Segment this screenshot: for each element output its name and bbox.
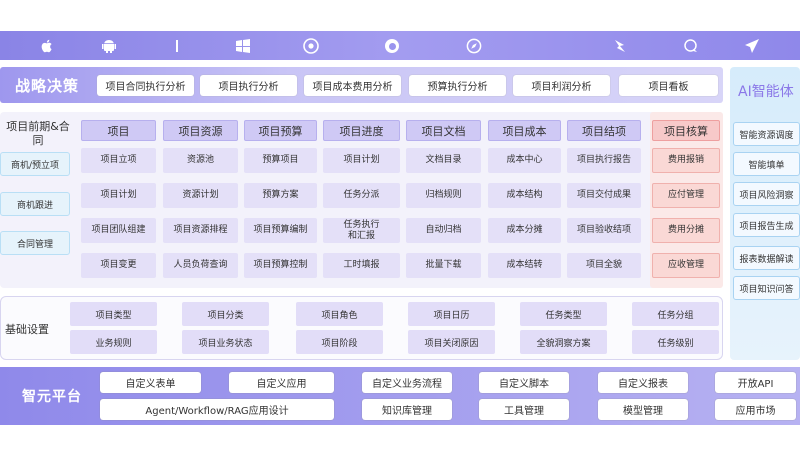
strategy-item-0[interactable]: 项目合同执行分析 xyxy=(97,75,194,96)
module-cell[interactable]: 归档规则 xyxy=(406,183,481,208)
ai-item-0[interactable]: 智能资源调度 xyxy=(733,122,800,146)
platform-custom-report[interactable]: 自定义报表 xyxy=(598,372,688,393)
base-settings-title: 基础设置 xyxy=(5,323,49,336)
module-cell[interactable]: 成本结构 xyxy=(488,183,561,208)
module-cell[interactable]: 人员负荷查询 xyxy=(163,253,238,278)
module-cell[interactable]: 项目团队组建 xyxy=(81,218,156,243)
column-header-5[interactable]: 项目成本 xyxy=(488,120,561,141)
module-cell[interactable]: 成本中心 xyxy=(488,148,561,173)
chrome-icon xyxy=(302,37,320,55)
column-header-6[interactable]: 项目结项 xyxy=(567,120,641,141)
base-setting-item[interactable]: 任务级别 xyxy=(632,330,719,354)
ai-item-3[interactable]: 项目报告生成 xyxy=(733,213,800,237)
module-cell[interactable]: 资源池 xyxy=(163,148,238,173)
module-cell[interactable]: 项目变更 xyxy=(81,253,156,278)
module-cell[interactable]: 项目验收结项 xyxy=(567,218,641,243)
module-cell[interactable]: 项目预算控制 xyxy=(244,253,317,278)
column-header-1[interactable]: 项目资源 xyxy=(163,120,238,141)
ai-item-1[interactable]: 智能填单 xyxy=(733,152,800,176)
ai-item-2[interactable]: 项目风险洞察 xyxy=(733,182,800,206)
module-cell[interactable]: 预算项目 xyxy=(244,148,317,173)
android-icon xyxy=(100,37,118,55)
pre-item-opportunity[interactable]: 商机/预立项 xyxy=(0,152,70,176)
ai-item-4[interactable]: 报表数据解读 xyxy=(733,246,800,270)
chat-bubble-icon xyxy=(682,37,700,55)
module-cell[interactable]: 费用报销 xyxy=(652,148,720,173)
column-header-7[interactable]: 项目核算 xyxy=(652,120,720,141)
platform-title: 智元平台 xyxy=(22,389,82,405)
base-setting-item[interactable]: 项目阶段 xyxy=(296,330,383,354)
strategy-item-3[interactable]: 预算执行分析 xyxy=(409,75,506,96)
module-cell[interactable]: 应收管理 xyxy=(652,253,720,278)
platform-custom-flow[interactable]: 自定义业务流程 xyxy=(362,372,452,393)
send-icon xyxy=(743,37,761,55)
module-cell[interactable]: 任务分派 xyxy=(323,183,400,208)
base-setting-item[interactable]: 全貌洞察方案 xyxy=(520,330,607,354)
module-cell[interactable]: 工时填报 xyxy=(323,253,400,278)
base-setting-item[interactable]: 项目分类 xyxy=(182,302,269,326)
platform-agent-design[interactable]: Agent/Workflow/RAG应用设计 xyxy=(100,399,334,420)
module-cell[interactable]: 费用分摊 xyxy=(652,218,720,243)
strategy-item-2[interactable]: 项目成本费用分析 xyxy=(304,75,401,96)
project-pre-title: 项目前期&合同 xyxy=(6,120,70,147)
ai-item-5[interactable]: 项目知识问答 xyxy=(733,276,800,300)
strategy-item-5[interactable]: 项目看板 xyxy=(619,75,718,96)
base-setting-item[interactable]: 项目业务状态 xyxy=(182,330,269,354)
pre-item-contract[interactable]: 合同管理 xyxy=(0,231,70,255)
module-cell[interactable]: 资源计划 xyxy=(163,183,238,208)
module-cell[interactable]: 项目预算编制 xyxy=(244,218,317,243)
column-header-2[interactable]: 项目预算 xyxy=(244,120,317,141)
ai-panel-title: AI智能体 xyxy=(738,84,794,100)
strategy-title: 战略决策 xyxy=(15,77,80,95)
module-cell[interactable]: 项目资源排程 xyxy=(163,218,238,243)
base-setting-item[interactable]: 项目关闭原因 xyxy=(408,330,495,354)
platform-icon-bar xyxy=(0,31,800,60)
safari-icon xyxy=(465,37,483,55)
module-cell[interactable]: 项目计划 xyxy=(323,148,400,173)
module-cell[interactable]: 成本分摊 xyxy=(488,218,561,243)
module-cell[interactable]: 预算方案 xyxy=(244,183,317,208)
base-setting-item[interactable]: 任务类型 xyxy=(520,302,607,326)
platform-custom-app[interactable]: 自定义应用 xyxy=(229,372,334,393)
divider-icon xyxy=(168,37,186,55)
module-cell[interactable]: 成本结转 xyxy=(488,253,561,278)
platform-app-market[interactable]: 应用市场 xyxy=(715,399,796,420)
module-cell[interactable]: 批量下载 xyxy=(406,253,481,278)
feishu-icon xyxy=(611,37,629,55)
platform-custom-script[interactable]: 自定义脚本 xyxy=(479,372,569,393)
strategy-item-4[interactable]: 项目利润分析 xyxy=(513,75,610,96)
module-cell[interactable]: 项目交付成果 xyxy=(567,183,641,208)
base-setting-item[interactable]: 业务规则 xyxy=(70,330,157,354)
module-cell[interactable]: 文档目录 xyxy=(406,148,481,173)
module-cell[interactable]: 项目全貌 xyxy=(567,253,641,278)
module-cell[interactable]: 项目计划 xyxy=(81,183,156,208)
pre-item-follow-up[interactable]: 商机跟进 xyxy=(0,192,70,216)
module-cell[interactable]: 项目执行报告 xyxy=(567,148,641,173)
platform-custom-form[interactable]: 自定义表单 xyxy=(100,372,201,393)
module-cell[interactable]: 任务执行 和汇报 xyxy=(323,218,400,243)
apple-icon xyxy=(38,37,56,55)
platform-open-api[interactable]: 开放API xyxy=(715,372,796,393)
column-header-4[interactable]: 项目文档 xyxy=(406,120,481,141)
windows-icon xyxy=(234,37,252,55)
project-pre-panel: 项目前期&合同 xyxy=(0,112,76,288)
base-setting-item[interactable]: 项目类型 xyxy=(70,302,157,326)
firefox-icon xyxy=(383,37,401,55)
module-cell[interactable]: 自动归档 xyxy=(406,218,481,243)
base-setting-item[interactable]: 项目日历 xyxy=(408,302,495,326)
strategy-item-1[interactable]: 项目执行分析 xyxy=(200,75,297,96)
column-header-3[interactable]: 项目进度 xyxy=(323,120,400,141)
base-setting-item[interactable]: 任务分组 xyxy=(632,302,719,326)
column-header-0[interactable]: 项目 xyxy=(81,120,156,141)
module-cell[interactable]: 项目立项 xyxy=(81,148,156,173)
platform-knowledge-base[interactable]: 知识库管理 xyxy=(362,399,452,420)
platform-model-mgmt[interactable]: 模型管理 xyxy=(598,399,688,420)
module-cell[interactable]: 应付管理 xyxy=(652,183,720,208)
platform-tool-mgmt[interactable]: 工具管理 xyxy=(479,399,569,420)
base-setting-item[interactable]: 项目角色 xyxy=(296,302,383,326)
